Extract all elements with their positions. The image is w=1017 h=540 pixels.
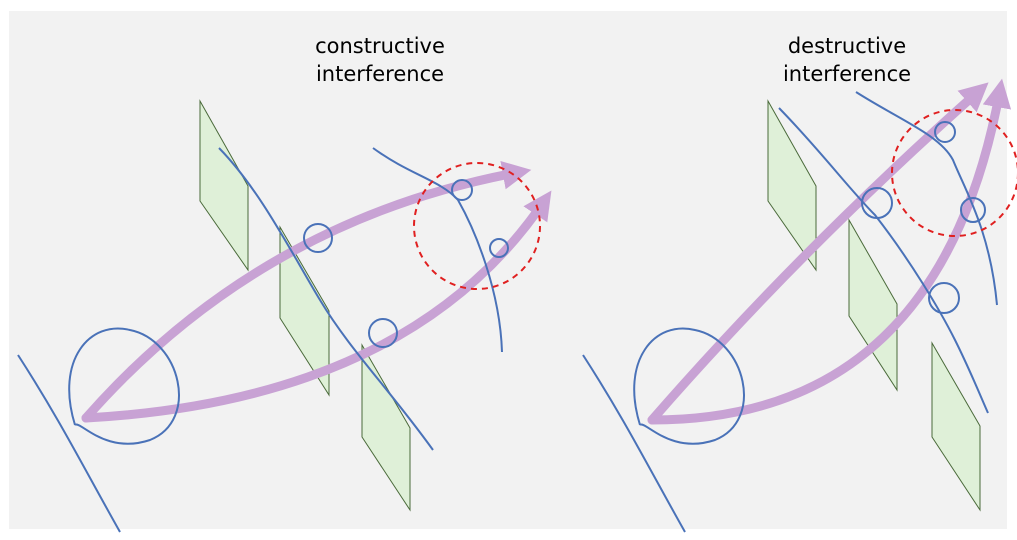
- small-loop-right-1: [861, 187, 893, 219]
- curve-left-middle: [218, 147, 434, 451]
- small-loop-left-3: [451, 179, 473, 201]
- small-loop-left-2: [368, 318, 398, 348]
- curve-right-base: [582, 354, 686, 533]
- plane-right-1: [767, 99, 817, 272]
- arrow-upper-right: [647, 82, 989, 425]
- caption-constructive-line1: constructive: [315, 34, 445, 58]
- destructive-diagram: [582, 78, 1017, 533]
- plane-left-2: [279, 225, 330, 397]
- small-loop-right-4: [960, 197, 986, 223]
- caption-constructive: constructive interference: [300, 32, 460, 88]
- constructive-diagram: [17, 99, 552, 533]
- caption-destructive-line1: destructive: [787, 34, 907, 58]
- arrow-upper-left: [81, 160, 532, 423]
- plane-left-1: [199, 99, 249, 272]
- small-loop-right-3: [934, 121, 956, 143]
- small-loop-right-2: [928, 282, 960, 314]
- caption-destructive: destructive interference: [767, 32, 927, 88]
- arrow-lower-right: [647, 78, 1012, 425]
- curve-right-loop: [633, 327, 745, 445]
- plane-right-3: [931, 341, 981, 512]
- small-loop-left-1: [303, 223, 333, 253]
- caption-constructive-line2: interference: [315, 62, 445, 86]
- small-loop-left-4: [489, 238, 509, 258]
- arrow-lower-left: [81, 190, 552, 423]
- caption-destructive-line2: interference: [782, 62, 912, 86]
- curve-right-right: [855, 91, 998, 306]
- curve-right-middle: [778, 107, 989, 414]
- curve-left-loop: [68, 327, 180, 445]
- curve-left-base: [17, 354, 121, 533]
- plane-right-2: [848, 218, 898, 392]
- highlight-circle-left: [413, 162, 541, 290]
